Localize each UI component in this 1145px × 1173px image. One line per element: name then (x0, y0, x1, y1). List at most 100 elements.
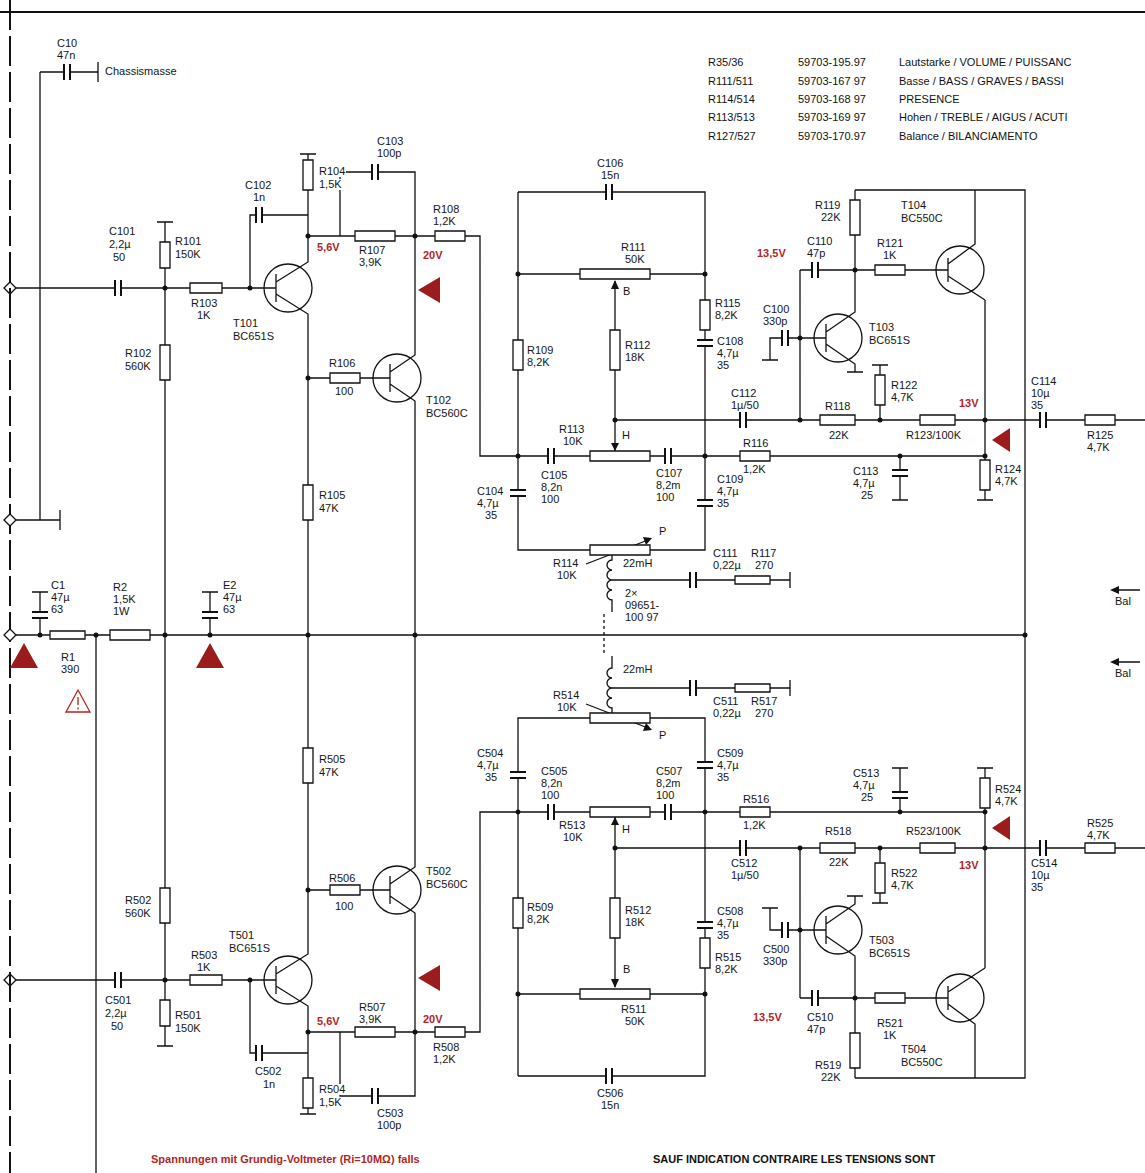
component-label: 8,2K (714, 310, 739, 321)
component-label: R1 (60, 652, 76, 663)
component-label: 100 (334, 901, 354, 912)
component-label: R105 (318, 490, 346, 501)
component-label: R509 (526, 902, 554, 913)
component-label: E2 (222, 580, 237, 591)
voltage-label: 13V (958, 398, 980, 409)
component-label: BC560C (425, 879, 469, 890)
component-label: 4,7K (890, 880, 915, 891)
component-label: 8,2m (655, 778, 681, 789)
component-label: C512 (730, 858, 758, 869)
component-label: 560K (124, 361, 152, 372)
component-label: T104 (900, 200, 927, 211)
component-label: 270 (754, 708, 774, 719)
component-label: 15n (600, 170, 620, 181)
component-label: R503 (190, 950, 218, 961)
component-label: 4,7µ (716, 348, 740, 359)
component-label: C104 (476, 486, 504, 497)
component-label: 47K (318, 503, 340, 514)
component-label: 560K (124, 908, 152, 919)
component-label: R115 (714, 298, 741, 309)
voltage-label: 13,5V (752, 1012, 783, 1023)
component-label: 47p (806, 1024, 826, 1035)
component-label: B (622, 964, 631, 975)
component-label: R118 (824, 401, 851, 412)
component-label: R103 (190, 298, 218, 309)
component-label: 1,2K (432, 216, 457, 227)
component-label: R102 (124, 348, 152, 359)
component-label: 100 (540, 494, 560, 505)
component-label: 50K (624, 254, 646, 265)
component-label: R507 (358, 1002, 386, 1013)
component-label: 47K (318, 767, 340, 778)
component-label: C105 (540, 470, 568, 481)
component-label: P (658, 730, 667, 741)
component-label: 100p (376, 1120, 402, 1131)
component-label: C103 (376, 136, 404, 147)
voltage-label: 20V (422, 250, 444, 261)
component-label: 35 (1030, 400, 1044, 411)
component-label: C511 (712, 696, 739, 707)
component-label: 1K (196, 962, 211, 973)
component-label: 09651- (624, 600, 660, 611)
transistor-symbols (264, 246, 984, 402)
component-label: R108 (432, 204, 460, 215)
component-label: B (622, 286, 631, 297)
capacitor-symbols (115, 164, 1046, 588)
voltage-note: SAUF INDICATION CONTRAIRE LES TENSIONS S… (652, 1154, 936, 1165)
component-label: R113 (558, 424, 585, 435)
component-label: 270 (754, 560, 774, 571)
component-label: C106 (596, 158, 624, 169)
component-label: T502 (425, 866, 452, 877)
component-label: 4,7µ (852, 780, 876, 791)
component-label: R501 (174, 1010, 202, 1021)
component-label: Bal (1114, 596, 1132, 607)
component-label: 22K (820, 212, 842, 223)
component-label: 1n (262, 1079, 276, 1090)
parts-table-cell: R35/36 (707, 57, 744, 68)
wires (10, 154, 1145, 635)
component-label: BC651S (868, 335, 911, 346)
component-label: R114 (552, 558, 579, 569)
component-label: 4,7µ (716, 760, 740, 771)
component-label: T504 (900, 1044, 927, 1055)
component-label: C100 (762, 304, 790, 315)
component-label: R517 (750, 696, 778, 707)
component-label: 10K (562, 436, 584, 447)
component-label: BC651S (228, 943, 271, 954)
component-label: 4,7µ (476, 760, 500, 771)
component-label: 10K (556, 570, 578, 581)
component-label: 22mH (622, 558, 653, 569)
parts-table-cell: 59703-167 97 (797, 76, 867, 87)
component-label: 22K (820, 1072, 842, 1083)
component-label: 1K (882, 1030, 897, 1041)
component-label: H (621, 430, 631, 441)
component-label: 330p (762, 316, 788, 327)
parts-table-cell: Lautstarke / VOLUME / PUISSANC (898, 57, 1072, 68)
component-label: R117 (750, 548, 777, 559)
potentiometer-arrows (611, 280, 652, 545)
component-label: 35 (484, 510, 498, 521)
component-label: C509 (716, 748, 744, 759)
component-label: 35 (716, 772, 730, 783)
component-label: 22K (828, 430, 850, 441)
component-label: T103 (868, 322, 895, 333)
component-label: C109 (716, 474, 744, 485)
component-label: 35 (716, 930, 730, 941)
component-label: T501 (228, 930, 255, 941)
component-label: R524 (994, 784, 1022, 795)
component-label: P (658, 526, 667, 537)
parts-table-cell: R127/527 (707, 131, 757, 142)
component-label: 10µ (1030, 388, 1051, 399)
component-label: R518 (824, 826, 852, 837)
component-label: R519 (814, 1060, 842, 1071)
sheet-border (0, 11, 1145, 13)
component-label: R106 (328, 358, 356, 369)
component-label: C508 (716, 906, 744, 917)
component-label: R101 (174, 236, 202, 247)
component-label: 8,2K (714, 964, 739, 975)
component-label: C504 (476, 748, 504, 759)
parts-table-cell: Basse / BASS / GRAVES / BASSI (898, 76, 1065, 87)
